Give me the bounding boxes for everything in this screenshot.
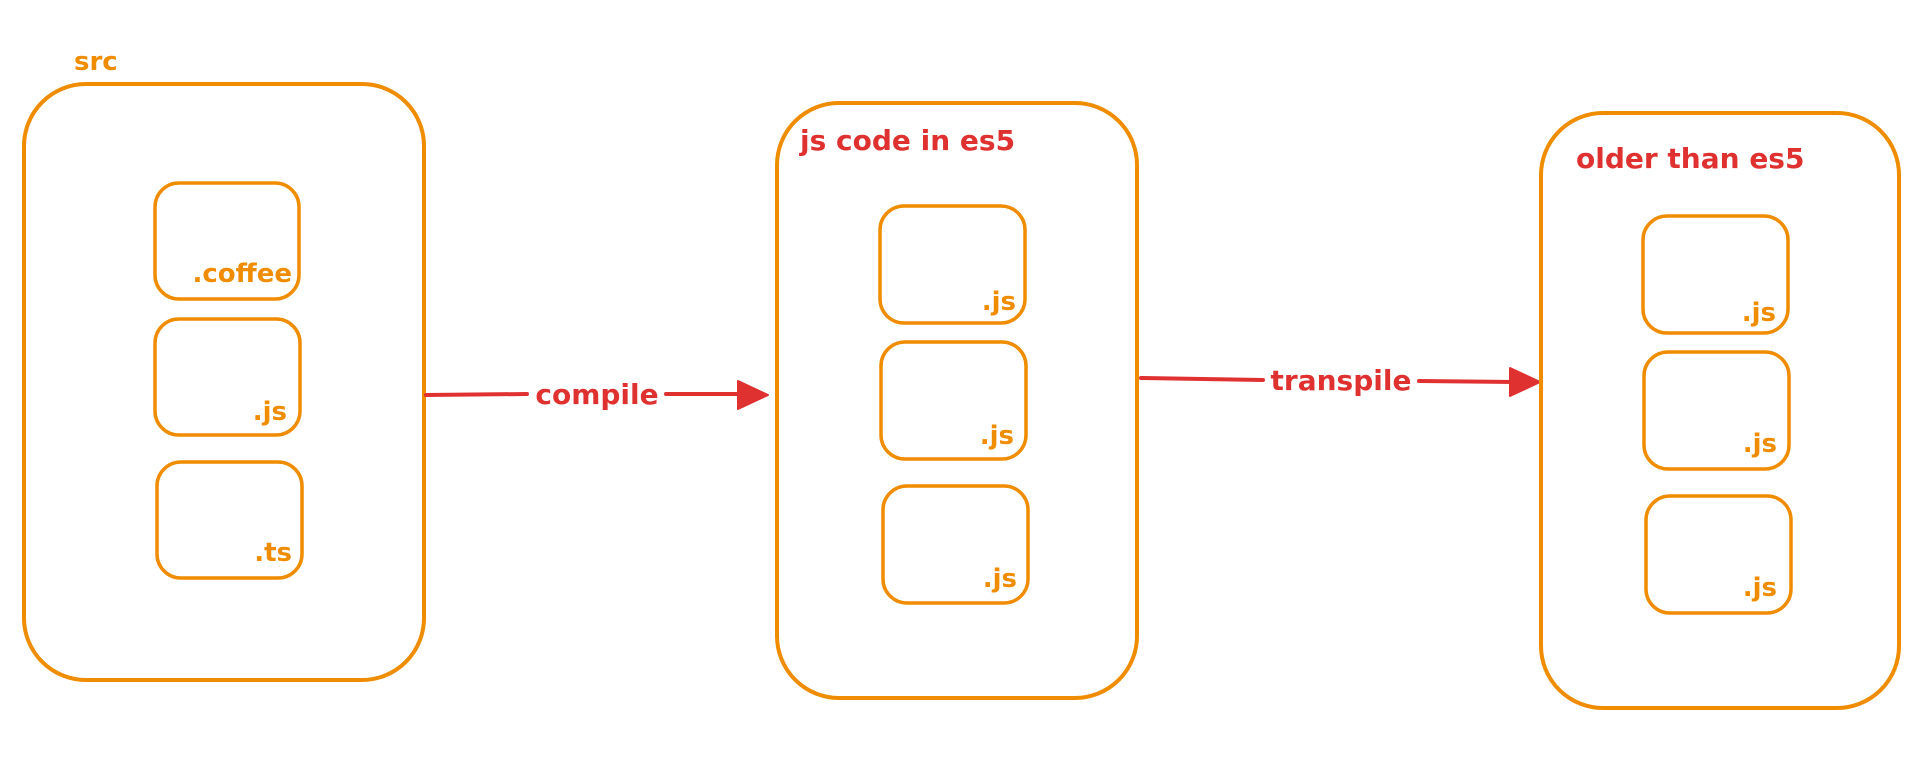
file-label: .coffee (193, 259, 292, 289)
arrow-shaft-left (424, 392, 529, 397)
file-label: .js (982, 287, 1016, 317)
file-label: .js (253, 397, 287, 427)
group-title-es5: js code in es5 (799, 124, 1015, 157)
file-label: .js (983, 564, 1017, 594)
file-box-js: .js (1641, 214, 1790, 335)
container-box-es5 (775, 101, 1139, 700)
file-label: .js (980, 421, 1014, 451)
file-label: .js (1743, 429, 1777, 459)
group-es5: js code in es5 .js .js .js (775, 101, 1139, 700)
arrow-label-transpile: transpile (1271, 364, 1412, 397)
file-label: .js (1743, 573, 1777, 603)
file-box-js: .js (879, 340, 1028, 461)
arrow-label-compile: compile (535, 378, 658, 411)
file-box-ts: .ts (155, 460, 304, 580)
file-box-js: .js (881, 484, 1030, 605)
file-label: .js (1742, 298, 1776, 328)
group-title-src: src (74, 47, 118, 77)
file-box-js: .js (878, 204, 1027, 325)
arrow-compile: compile (424, 378, 769, 411)
group-older-than-es5: older than es5 .js .js .js (1539, 111, 1901, 710)
group-title-older: older than es5 (1576, 142, 1804, 175)
arrow-head (737, 380, 769, 410)
container-box-older (1539, 111, 1901, 710)
file-box-js: .js (1642, 350, 1791, 471)
file-label: .ts (254, 538, 292, 568)
container-box-src (22, 82, 426, 682)
file-box-js: .js (153, 317, 302, 437)
group-src: src .coffee .js .ts (22, 47, 426, 682)
file-box-coffee: .coffee (153, 181, 301, 301)
arrow-shaft-left (1139, 376, 1265, 382)
arrow-shaft-right (1417, 379, 1517, 384)
arrow-head (1509, 367, 1541, 397)
arrow-transpile: transpile (1139, 364, 1541, 397)
file-box-js: .js (1644, 494, 1793, 615)
